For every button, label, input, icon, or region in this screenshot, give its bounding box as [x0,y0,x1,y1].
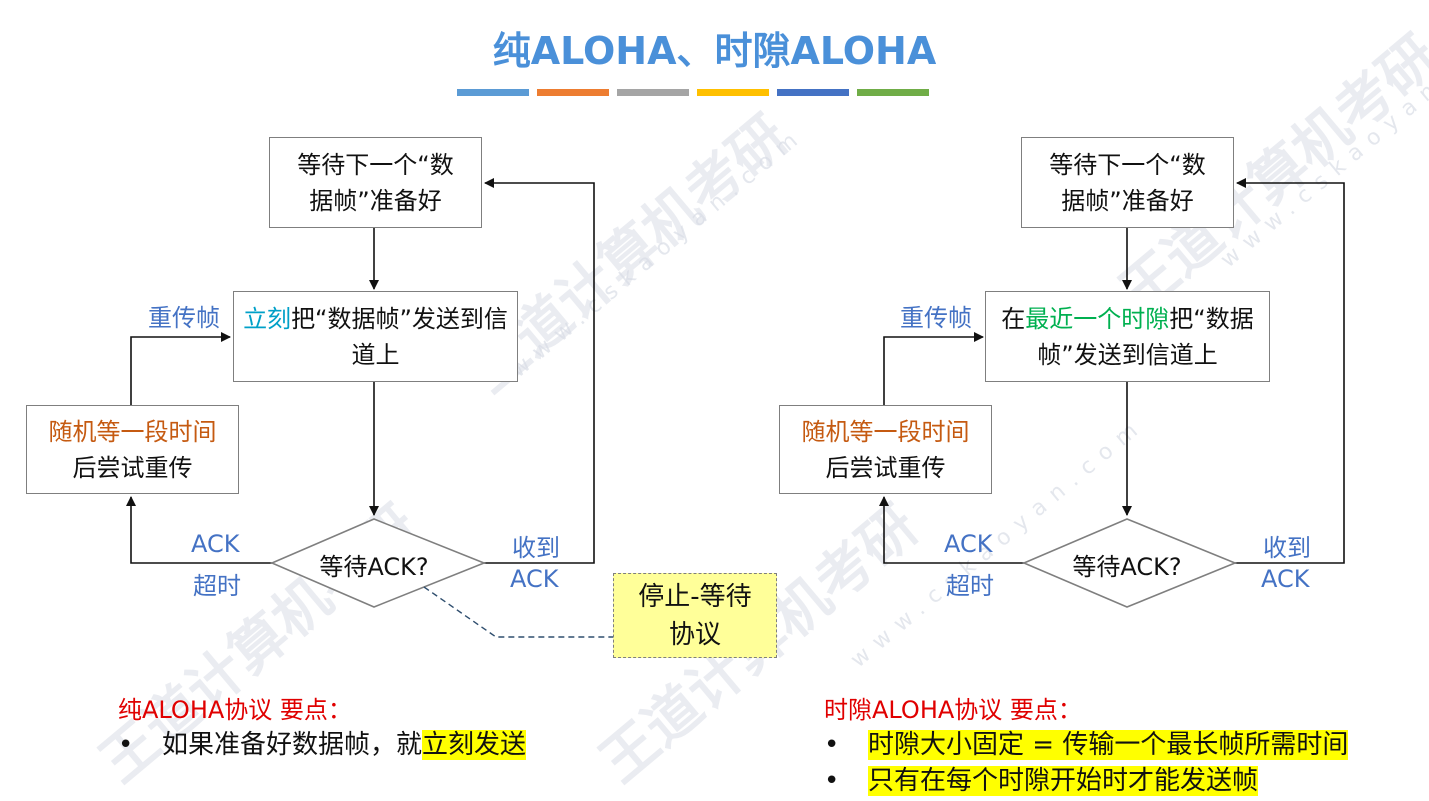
point-text: 时隙大小固定 = 传输一个最长帧所需时间 [868,730,1349,760]
arrow-retry-to-send [130,332,231,405]
point-text: 如果准备好数据帧，就 [162,730,423,760]
arrow-received-loop [1235,178,1345,564]
send-frame-prefix: 在 [1001,304,1026,333]
title-color-bar [857,89,929,96]
title-color-bar [697,89,769,96]
wait-frame-box: 等待下一个“数据帧”准备好 [269,137,482,228]
retry-box: 随机等一段时间 后尝试重传 [26,405,239,494]
received-label-2: ACK [1261,565,1310,593]
title-color-bar [777,89,849,96]
wait-frame-box: 等待下一个“数据帧”准备好 [1021,137,1234,228]
timeout-label-1: ACK [191,530,240,558]
slotted-aloha-point-2: • 只有在每个时隙开始时才能发送帧 [824,760,1259,797]
send-frame-rest: 把“数据帧”发送到信道上 [1037,304,1254,369]
retry-line-2: 后尝试重传 [72,453,193,482]
title-color-bar [617,89,689,96]
send-frame-rest: 把“数据帧”发送到信道上 [291,304,508,369]
note-leader-line [423,586,613,638]
pure-aloha-heading: 纯ALOHA协议 要点： [118,696,352,724]
arrow-retry-to-send [883,332,984,405]
retry-line-1: 随机等一段时间 [48,417,217,446]
title-color-bar [537,89,609,96]
decision-diamond [1021,518,1238,608]
bullet: • [118,730,134,760]
slotted-aloha-point-1: • 时隙大小固定 = 传输一个最长帧所需时间 [824,724,1349,761]
point-text: 只有在每个时隙开始时才能发送帧 [868,766,1259,796]
bullet: • [824,730,840,760]
point-highlight: 立刻发送 [422,730,527,760]
send-timing-highlight: 立刻 [243,304,292,333]
timeout-label-1: ACK [944,530,993,558]
send-frame-box: 立刻把“数据帧”发送到信道上 [233,291,518,382]
retry-line-1: 随机等一段时间 [801,417,970,446]
pure-aloha-point-1: • 如果准备好数据帧，就立刻发送 [118,724,527,761]
slotted-aloha-heading: 时隙ALOHA协议 要点： [824,696,1082,724]
retry-line-2: 后尝试重传 [825,453,946,482]
retry-box: 随机等一段时间 后尝试重传 [779,405,992,494]
send-frame-box: 在最近一个时隙把“数据帧”发送到信道上 [985,291,1270,382]
page-title: 纯ALOHA、时隙ALOHA [492,29,937,73]
arrow-timeout-to-retry [879,496,1024,564]
retransmit-label: 重传帧 [148,304,220,332]
send-timing-highlight: 最近一个时隙 [1025,304,1170,333]
note-line-1: 停止-等待 [638,581,752,612]
note-line-2: 协议 [668,619,721,650]
wait-frame-text: 等待下一个“数据帧”准备好 [297,150,454,215]
title-color-bar [457,89,529,96]
wait-frame-text: 等待下一个“数据帧”准备好 [1049,150,1206,215]
arrow-timeout-to-retry [126,496,272,564]
stop-and-wait-note: 停止-等待 协议 [613,573,777,658]
decision-label: 等待ACK? [1072,553,1182,581]
received-label-1: 收到 [1263,534,1311,562]
timeout-label-2: 超时 [193,572,241,600]
retransmit-label: 重传帧 [900,304,972,332]
arrow-received-loop [484,178,595,564]
decision-diamond [269,518,487,608]
received-label-2: ACK [510,565,559,593]
bullet: • [824,766,840,796]
send-frame-text: 立刻把“数据帧”发送到信道上 [241,301,511,373]
send-frame-text: 在最近一个时隙把“数据帧”发送到信道上 [998,301,1258,373]
timeout-label-2: 超时 [946,572,994,600]
decision-label: 等待ACK? [319,553,429,581]
received-label-1: 收到 [512,534,560,562]
